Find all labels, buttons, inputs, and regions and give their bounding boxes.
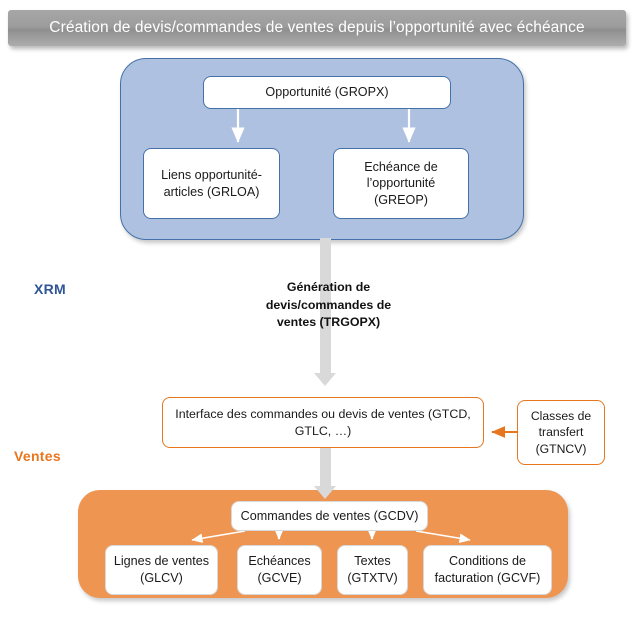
- node-label: Commandes de ventes (GCDV): [240, 508, 419, 523]
- flow-generation-caption: Génération de devis/commandes de ventes …: [265, 280, 392, 330]
- node-label: Conditions de facturation (GCVF): [434, 554, 541, 585]
- lane-label-ventes: Ventes: [14, 448, 61, 464]
- node-label: Opportunité (GROPX): [265, 85, 389, 100]
- node-opportunite-gropx[interactable]: Opportunité (GROPX): [203, 76, 451, 109]
- node-interface-commandes-devis[interactable]: Interface des commandes ou devis de vent…: [162, 397, 484, 448]
- node-liens-opportunite-articles-grloa[interactable]: Liens opportunité-articles (GRLOA): [143, 148, 280, 219]
- node-conditions-de-facturation-gcvf[interactable]: Conditions de facturation (GCVF): [423, 545, 552, 595]
- node-label: Echéance de l’opportunité (GREOP): [364, 159, 438, 207]
- node-label: Classes de transfert (GTNCV): [530, 409, 592, 456]
- flow-arrow-shaft-interface-to-ventes: [320, 448, 331, 486]
- page-title: Création de devis/commandes de ventes de…: [49, 19, 585, 36]
- flow-arrow-head-interface-to-ventes: [314, 486, 336, 499]
- node-echeance-opportunite-greop[interactable]: Echéance de l’opportunité (GREOP): [333, 148, 469, 219]
- node-label: Lignes de ventes (GLCV): [113, 554, 210, 585]
- node-textes-gtxtv[interactable]: Textes (GTXTV): [337, 545, 408, 595]
- flow-arrow-shaft-xrm-to-interface: [320, 238, 331, 373]
- node-lignes-de-ventes-glcv[interactable]: Lignes de ventes (GLCV): [105, 545, 218, 595]
- diagram-title-banner: Création de devis/commandes de ventes de…: [8, 10, 626, 46]
- node-label: Textes (GTXTV): [347, 554, 398, 585]
- node-echeances-gcve[interactable]: Echéances (GCVE): [237, 545, 322, 595]
- lane-label-xrm: XRM: [34, 281, 67, 297]
- node-label: Interface des commandes ou devis de vent…: [175, 407, 471, 438]
- flow-arrow-head-xrm-to-interface: [314, 373, 336, 386]
- node-label: Echéances (GCVE): [248, 554, 311, 585]
- node-label: Liens opportunité-articles (GRLOA): [161, 167, 262, 199]
- node-classes-de-transfert-gtncv[interactable]: Classes de transfert (GTNCV): [517, 400, 605, 465]
- node-commandes-de-ventes-gcdv[interactable]: Commandes de ventes (GCDV): [231, 501, 428, 531]
